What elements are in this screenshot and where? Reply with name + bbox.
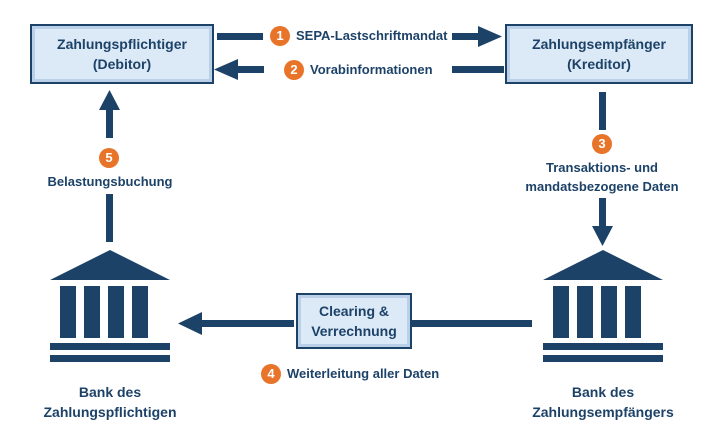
- step-5-badge: 5: [99, 148, 119, 168]
- payer-box: Zahlungspflichtiger (Debitor): [30, 24, 214, 84]
- arrow-forward-left-icon: [178, 312, 532, 335]
- step-4-badge: 4: [261, 364, 281, 384]
- payer-box-line1: Zahlungspflichtiger: [57, 36, 187, 52]
- step-1-badge: 1: [270, 26, 290, 46]
- arrow-debit-up-icon: [99, 90, 120, 242]
- bank-payee-icon: [543, 250, 663, 362]
- step-3-label-line1: Transaktions- und: [546, 160, 658, 175]
- step-3-label: Transaktions- und mandatsbezogene Daten: [522, 158, 682, 196]
- bank-payee-line1: Bank des: [571, 384, 635, 400]
- arrow-preinfo-icon: [214, 59, 504, 80]
- step-1-label: SEPA-Lastschriftmandat: [296, 28, 448, 43]
- payer-box-line2: (Debitor): [92, 56, 152, 72]
- bank-payer-line2: Zahlungspflichtigen: [43, 404, 177, 420]
- bank-payee-line2: Zahlungsempfängers: [532, 404, 674, 420]
- step-5-label: Belastungsbuchung: [47, 174, 173, 189]
- bank-payer-line1: Bank des: [78, 384, 142, 400]
- clearing-box: Clearing & Verrechnung: [296, 293, 412, 349]
- step-3-badge: 3: [592, 134, 612, 154]
- step-2-label: Vorabinformationen: [310, 62, 433, 77]
- payee-box-line2: (Kreditor): [567, 56, 631, 72]
- payee-box-line1: Zahlungsempfänger: [532, 36, 666, 52]
- bank-payee-label: Bank des Zahlungsempfängers: [503, 382, 703, 422]
- step-2-badge: 2: [284, 60, 304, 80]
- arrow-mandate-icon: [217, 26, 502, 47]
- clearing-box-line1: Clearing &: [318, 303, 389, 319]
- bank-payer-label: Bank des Zahlungspflichtigen: [10, 382, 210, 422]
- step-3-label-line2: mandatsbezogene Daten: [525, 179, 679, 194]
- bank-payer-icon: [50, 250, 170, 362]
- step-4-label: Weiterleitung aller Daten: [287, 366, 440, 381]
- clearing-box-line2: Verrechnung: [311, 323, 397, 339]
- arrow-data-down-icon: [592, 92, 613, 246]
- payee-box: Zahlungsempfänger (Kreditor): [505, 24, 693, 84]
